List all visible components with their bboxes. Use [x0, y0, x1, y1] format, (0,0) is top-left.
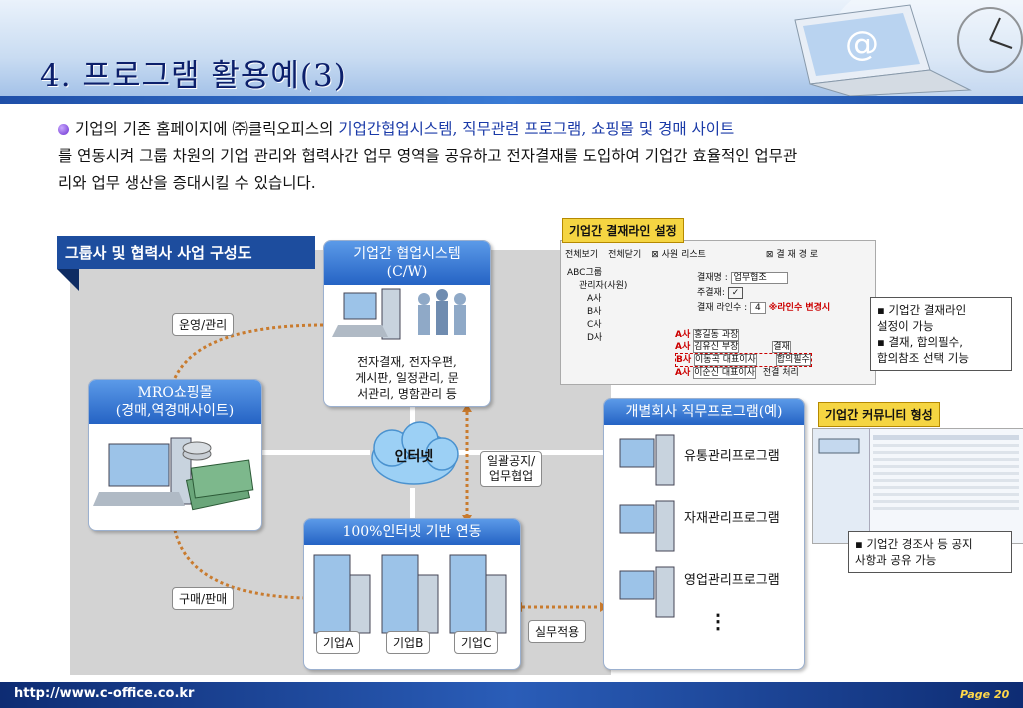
community-list	[873, 435, 1019, 514]
tree-item: D사	[587, 333, 603, 343]
field-label: 주결재:	[697, 288, 725, 298]
notebook-icon	[818, 438, 860, 454]
page-number: Page 20	[960, 688, 1010, 701]
intro-line1: 기업의 기존 홈페이지에 ㈜클릭오피스의	[75, 120, 339, 138]
line-option-select[interactable]: 결재	[772, 341, 791, 353]
internet-base-box: 100%인터넷 기반 연동 기업A 기업B 기업C	[303, 518, 521, 670]
line-person: 이동곡 대표이사	[694, 354, 757, 366]
connector-internet-base	[410, 488, 415, 520]
company-c-label: 기업C	[454, 631, 499, 654]
diagram-title: 그룹사 및 협력사 사업 구성도	[57, 236, 315, 269]
line-option-label: 전결 처리	[762, 368, 799, 378]
tree-item: ABC그룹	[567, 268, 603, 278]
bullet-icon	[58, 124, 69, 135]
community-tag: 기업간 커뮤니티 형성	[818, 402, 940, 427]
approval-toolbar-item: ⊠ 사원 리스트	[651, 250, 706, 260]
main-approval-checkbox[interactable]: ✓	[727, 287, 744, 299]
connector-mro-internet	[260, 450, 370, 455]
approval-toolbar-item: 전체닫기	[608, 250, 642, 260]
line-person: 이순신 대표이사	[693, 367, 756, 379]
company-buildings-icon	[313, 554, 507, 634]
line-person: 홍길동 과장	[693, 329, 740, 341]
job-program-box: 개별회사 직무프로그램(예) 유통관리프로그램 자재관리프로그램 영업관리프로그…	[603, 398, 805, 670]
program-materials: 자재관리프로그램	[684, 511, 780, 526]
tree-item: B사	[587, 307, 602, 317]
intro-text: 기업의 기존 홈페이지에 ㈜클릭오피스의 기업간협업시스템, 직무관련 프로그램…	[58, 116, 928, 197]
line-change-note: ※라인수 변경시	[768, 303, 831, 313]
duty-label: 실무적용	[528, 620, 587, 643]
community-note: ▪ 기업간 경조사 등 공지 사항과 공유 가능	[848, 531, 1012, 573]
line-company: B사	[676, 355, 692, 365]
approval-line-screenshot: 전체보기 전체닫기 ⊠ 사원 리스트 ⊠ 결 재 경 로 ABC그룹 관리자(사…	[560, 240, 876, 385]
mro-shop-box: MRO쇼핑몰 (경매,역경매사이트)	[88, 379, 262, 531]
tree-item: A사	[587, 294, 602, 304]
org-tree: ABC그룹 관리자(사원) A사 B사 C사 D사	[567, 267, 627, 345]
community-screenshot	[812, 428, 1023, 544]
base-title: 100%인터넷 기반 연동	[304, 519, 520, 545]
approval-toolbar-item: 전체보기	[565, 250, 599, 260]
diagram-title-fold	[57, 269, 79, 291]
field-label: 결재 라인수 :	[697, 303, 748, 313]
line-count-select[interactable]: 4	[750, 302, 766, 314]
internet-cloud-icon	[371, 421, 459, 485]
line-person: 김유신 부장	[693, 341, 740, 353]
connector-collab-internet	[410, 403, 415, 425]
footer-bar	[0, 682, 1023, 708]
approval-note: ▪ 기업간 결재라인 설정이 가능 ▪ 결재, 합의필수, 합의참조 선택 기능	[870, 297, 1012, 371]
footer-url-link[interactable]: http://www.c-office.co.kr	[14, 686, 195, 701]
company-b-label: 기업B	[386, 631, 431, 654]
notice-label: 일괄공지/ 업무협업	[480, 451, 543, 487]
program-logistics: 유통관리프로그램	[684, 449, 780, 464]
line-option-select[interactable]: 합의필수	[775, 354, 811, 366]
approval-lines: A사 홍길동 과장 A사 김유신 부장 결재 B사 이동곡 대표이사 합의필수 …	[675, 329, 812, 379]
tree-item: 관리자(사원)	[579, 281, 628, 291]
field-label: 결재명 :	[697, 273, 728, 283]
approval-tag: 기업간 결재라인 설정	[562, 218, 684, 243]
program-computers-icon	[619, 434, 675, 618]
laptop-art-icon: @	[794, 0, 1023, 96]
trade-label: 구매/판매	[172, 587, 235, 610]
page-title: 4. 프로그램 활용예(3)	[40, 58, 347, 94]
job-title: 개별회사 직무프로그램(예)	[604, 399, 804, 425]
more-indicator: ⋮	[708, 609, 728, 633]
company-a-label: 기업A	[316, 631, 361, 654]
shopping-money-icon	[93, 437, 254, 511]
approval-form: 결재명 : 업무협조 주결재: ✓ 결재 라인수 : 4 ※라인수 변경시	[697, 271, 830, 316]
program-sales: 영업관리프로그램	[684, 573, 780, 588]
intro-line2: 를 연동시켜 그룹 차원의 기업 관리와 협력사간 업무 영역을 공유하고 전자…	[58, 147, 798, 165]
computer-users-icon	[332, 288, 466, 340]
line-company: A사	[675, 368, 691, 378]
intro-highlight: 기업간협업시스템, 직무관련 프로그램, 쇼핑몰 및 경매 사이트	[338, 120, 735, 138]
mro-title: MRO쇼핑몰 (경매,역경매사이트)	[89, 380, 261, 424]
tree-item: C사	[587, 320, 602, 330]
approval-toolbar-item: ⊠ 결 재 경 로	[765, 250, 819, 260]
internet-label: 인터넷	[394, 449, 434, 465]
collab-desc: 전자결재, 전자우편, 게시판, 일정관리, 문 서관리, 명함관리 등	[355, 355, 459, 401]
line-company: A사	[675, 330, 691, 340]
collab-system-box: 기업간 협업시스템 (C/W) 전자결재, 전자우편, 게시판, 일정관리, 문…	[323, 240, 491, 407]
header-stripe	[0, 96, 1023, 104]
approval-name-input[interactable]: 업무협조	[730, 272, 788, 284]
collab-title: 기업간 협업시스템 (C/W)	[324, 241, 490, 285]
line-company: A사	[675, 342, 691, 352]
ops-label: 운영/관리	[172, 313, 235, 336]
svg-text:@: @	[845, 24, 879, 64]
intro-line3: 리와 업무 생산을 증대시킬 수 있습니다.	[58, 174, 316, 192]
